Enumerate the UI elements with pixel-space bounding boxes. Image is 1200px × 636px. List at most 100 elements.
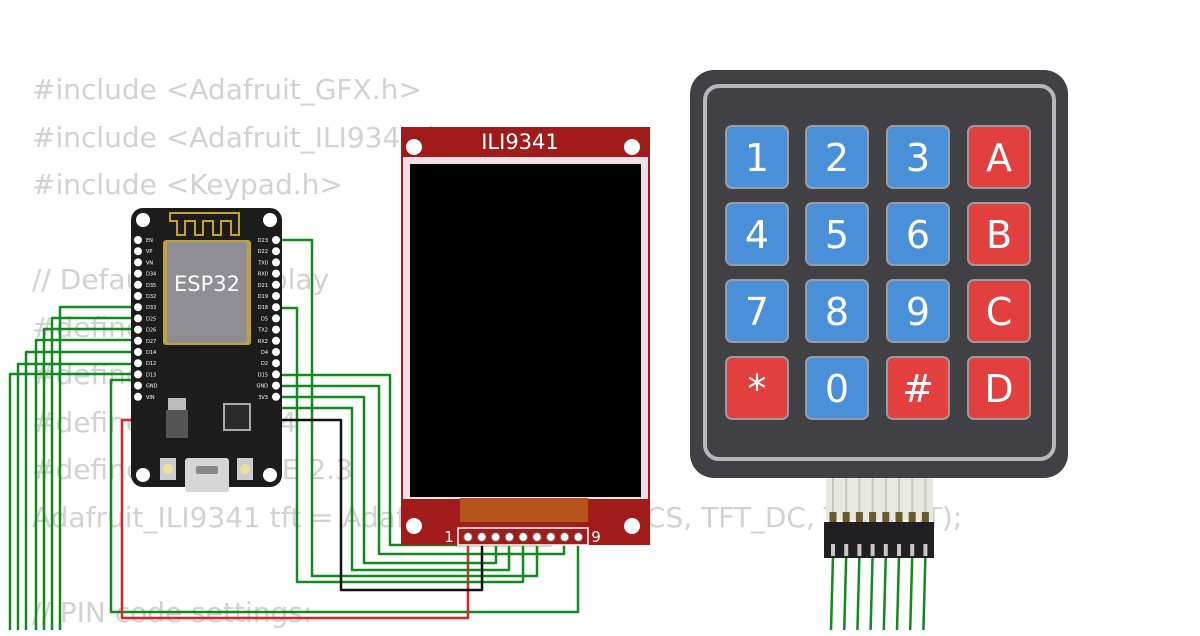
esp32-pin[interactable] — [272, 292, 280, 300]
esp32-pin[interactable] — [134, 314, 142, 322]
tft-screen — [410, 164, 641, 497]
key-7[interactable]: 7 — [726, 280, 788, 342]
esp32-pin[interactable] — [134, 258, 142, 266]
esp32-board[interactable]: ESP32 ENVPVND34D35D32D33D25D26D27D14D12D… — [131, 208, 282, 492]
key-#[interactable]: # — [887, 357, 949, 419]
esp32-pin[interactable] — [272, 359, 280, 367]
mount-hole — [624, 139, 640, 155]
ribbon-contact — [882, 512, 889, 522]
usb-port — [185, 458, 229, 492]
esp32-pin-label: D25 — [146, 316, 156, 322]
key-A[interactable]: A — [968, 126, 1030, 188]
key-label: 5 — [825, 213, 849, 257]
tft-pin[interactable] — [519, 533, 527, 541]
esp32-pin[interactable] — [272, 258, 280, 266]
esp32-pin[interactable] — [272, 393, 280, 401]
tft-label: ILI9341 — [481, 130, 559, 154]
key-*[interactable]: * — [726, 357, 788, 419]
wire — [871, 556, 873, 630]
key-0[interactable]: 0 — [806, 357, 868, 419]
connector-pin[interactable] — [923, 544, 927, 556]
esp32-pin[interactable] — [272, 348, 280, 356]
esp32-pin[interactable] — [134, 337, 142, 345]
esp32-pin[interactable] — [272, 382, 280, 390]
key-label: D — [984, 367, 1013, 411]
key-label: # — [902, 367, 934, 411]
tft-pin[interactable] — [533, 533, 541, 541]
esp32-pin[interactable] — [134, 326, 142, 334]
key-C[interactable]: C — [968, 280, 1030, 342]
tft-pin[interactable] — [574, 533, 582, 541]
tft-pin[interactable] — [478, 533, 486, 541]
key-B[interactable]: B — [968, 203, 1030, 265]
key-5[interactable]: 5 — [806, 203, 868, 265]
key-6[interactable]: 6 — [887, 203, 949, 265]
esp32-pin[interactable] — [134, 236, 142, 244]
esp32-pin[interactable] — [272, 326, 280, 334]
key-label: * — [748, 367, 767, 411]
key-8[interactable]: 8 — [806, 280, 868, 342]
ribbon-connector — [824, 522, 934, 558]
esp32-pin[interactable] — [272, 281, 280, 289]
wire — [60, 307, 138, 630]
esp32-pin[interactable] — [272, 337, 280, 345]
esp32-pin[interactable] — [272, 270, 280, 278]
key-9[interactable]: 9 — [887, 280, 949, 342]
esp32-pin[interactable] — [134, 348, 142, 356]
tft-pin[interactable] — [560, 533, 568, 541]
connector-pin[interactable] — [831, 544, 835, 556]
esp32-pin-label: D21 — [258, 283, 268, 289]
key-label: 1 — [745, 136, 769, 180]
tft-display-module[interactable]: ILI9341 1 9 — [401, 127, 650, 546]
key-D[interactable]: D — [968, 357, 1030, 419]
key-label: 6 — [906, 213, 930, 257]
connector-pin[interactable] — [857, 544, 861, 556]
connector-pin[interactable] — [844, 544, 848, 556]
wire — [884, 556, 886, 630]
esp32-pin-label: D18 — [258, 305, 268, 311]
esp32-pin[interactable] — [134, 370, 142, 378]
esp32-pin-label: D5 — [261, 316, 268, 322]
esp32-pin[interactable] — [134, 303, 142, 311]
esp32-pin[interactable] — [134, 247, 142, 255]
ribbon-contact — [922, 512, 929, 522]
tft-pin[interactable] — [505, 533, 513, 541]
mount-hole — [136, 213, 150, 227]
esp32-pin[interactable] — [134, 359, 142, 367]
wire — [10, 374, 138, 630]
esp32-pin[interactable] — [134, 393, 142, 401]
esp32-pin[interactable] — [134, 382, 142, 390]
key-label: B — [986, 213, 1012, 257]
connector-pin[interactable] — [910, 544, 914, 556]
esp32-pin[interactable] — [272, 303, 280, 311]
esp32-pin[interactable] — [272, 247, 280, 255]
esp32-pin[interactable] — [272, 314, 280, 322]
key-4[interactable]: 4 — [726, 203, 788, 265]
esp32-pin-label: D13 — [146, 372, 156, 378]
key-3[interactable]: 3 — [887, 126, 949, 188]
en-button-cap — [163, 464, 173, 474]
esp32-pin-label: RX2 — [258, 339, 268, 345]
esp32-pin-label: D12 — [146, 361, 156, 367]
esp32-pin[interactable] — [134, 281, 142, 289]
key-1[interactable]: 1 — [726, 126, 788, 188]
connector-pin[interactable] — [884, 544, 888, 556]
esp32-pin[interactable] — [272, 370, 280, 378]
esp32-pin-label: D27 — [146, 339, 156, 345]
tft-pin[interactable] — [464, 533, 472, 541]
connector-pin[interactable] — [871, 544, 875, 556]
ribbon-contact — [843, 512, 850, 522]
esp32-chip-label: ESP32 — [174, 272, 240, 296]
esp32-pin[interactable] — [134, 270, 142, 278]
tft-pin[interactable] — [491, 533, 499, 541]
esp32-pin[interactable] — [134, 292, 142, 300]
tft-pin[interactable] — [547, 533, 555, 541]
esp32-pin[interactable] — [272, 236, 280, 244]
connector-pin[interactable] — [897, 544, 901, 556]
boot-button-cap — [240, 464, 250, 474]
key-label: 0 — [825, 367, 849, 411]
key-2[interactable]: 2 — [806, 126, 868, 188]
esp32-pin-label: D34 — [146, 272, 156, 278]
